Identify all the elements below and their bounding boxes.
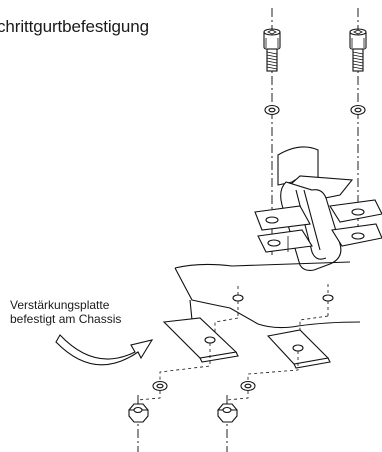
chassis-section [174, 261, 361, 329]
lower-flange-plate [257, 223, 382, 253]
reinforcement-plate-callout: Verstärkungsplatte befestigt am Chassis [10, 298, 121, 326]
upper-flange-plate [254, 199, 382, 231]
reinforcement-plate-left [162, 317, 239, 363]
reinforcement-plate-right [266, 329, 331, 369]
hex-nut-right [217, 403, 238, 423]
cap-screw-right [349, 28, 367, 72]
washer-upper-right [350, 104, 366, 116]
nut-connectors [137, 391, 249, 404]
washer-lower-left [152, 380, 168, 392]
callout-line-2: befestigt am Chassis [10, 312, 122, 326]
cap-screw-left [263, 28, 281, 72]
callout-line-1: Verstärkungsplatte [10, 298, 110, 312]
diagram-title: chrittgurtbefestigung [0, 17, 149, 36]
hex-nut-left [128, 403, 149, 423]
lower-hidden-lines [159, 343, 299, 382]
washer-upper-left [264, 104, 280, 116]
washer-lower-right [240, 380, 256, 392]
callout-arrow [55, 334, 154, 366]
